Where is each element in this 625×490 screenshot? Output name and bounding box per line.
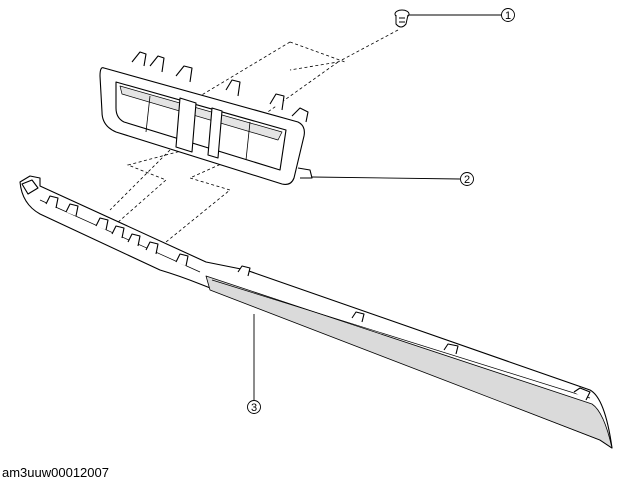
callout-3: 3 [247, 400, 261, 414]
callout-2-label: 2 [464, 174, 470, 186]
callout-1: 1 [501, 8, 515, 22]
callout-2: 2 [460, 172, 474, 186]
garnish-strip-part [19, 175, 613, 449]
frame-bracket-part [99, 51, 313, 185]
clip-part [394, 9, 410, 28]
callout-1-label: 1 [505, 10, 511, 22]
image-code-label: am3uuw00012007 [2, 465, 109, 480]
leader-lines [253, 14, 502, 400]
callout-3-label: 3 [251, 402, 257, 414]
